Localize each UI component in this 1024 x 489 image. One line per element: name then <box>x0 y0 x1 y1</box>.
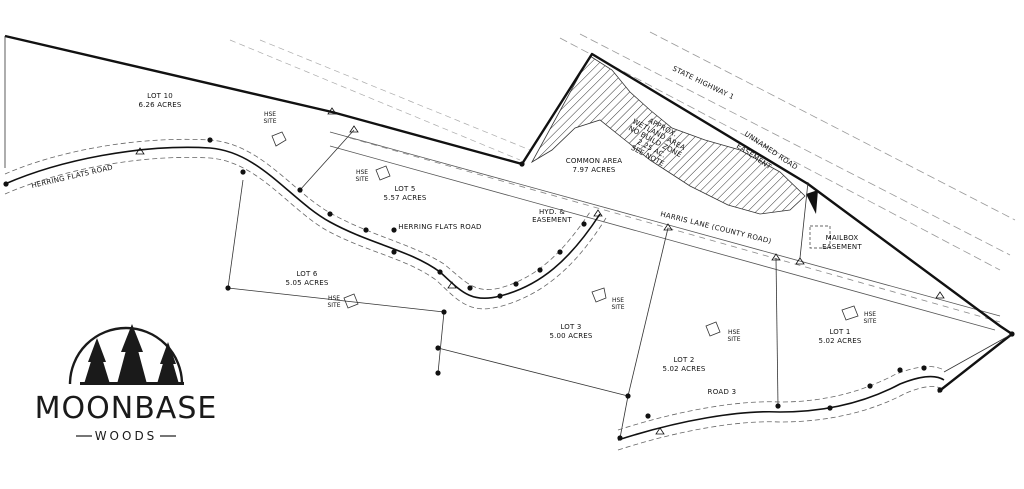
herring-flats-road-label: HERRING FLATS ROAD <box>398 223 481 231</box>
upper-easement-lines <box>229 39 531 161</box>
hyd-easement-label: EASEMENT <box>532 216 572 224</box>
lot-5-acres: 5.57 ACRES <box>383 194 426 202</box>
house-sites <box>271 131 859 337</box>
hse-site-lot6-a: HSE <box>328 295 340 302</box>
common-area-name: COMMON AREA <box>566 157 623 165</box>
north-arrow-icon <box>806 190 818 214</box>
herring-flats-road-west-label: HERRING FLATS ROAD <box>31 163 114 190</box>
lot-6-name: LOT 6 <box>296 270 317 278</box>
logo-pine-trees-icon <box>80 324 184 385</box>
lot-1-name: LOT 1 <box>829 328 850 336</box>
road-3 <box>617 366 945 451</box>
harris-lane-lines <box>329 131 1001 331</box>
hse-site-lot3-b: SITE <box>611 304 624 311</box>
road-3-label: ROAD 3 <box>708 388 737 396</box>
mailbox-easement-box <box>809 225 831 249</box>
survey-markers <box>135 107 945 435</box>
lot-6-acres: 5.05 ACRES <box>285 279 328 287</box>
herring-flats-road <box>4 138 607 310</box>
hse-site-lot3-a: HSE <box>612 297 624 304</box>
lot-3-name: LOT 3 <box>560 323 581 331</box>
hse-site-lot10-b: SITE <box>263 118 276 125</box>
lot-1-acres: 5.02 ACRES <box>818 337 861 345</box>
logo-arc-icon <box>68 326 184 385</box>
wetland-area <box>530 55 806 215</box>
hse-site-lot2-b: SITE <box>727 336 740 343</box>
hse-site-lot1-b: SITE <box>863 318 876 325</box>
hse-site-lot2-a: HSE <box>728 329 740 336</box>
lot-10-name: LOT 10 <box>147 92 173 100</box>
mailbox-label: MAILBOX <box>826 234 859 242</box>
state-highway-label: STATE HIGHWAY 1 <box>671 65 735 102</box>
hse-site-lot1-a: HSE <box>864 311 876 318</box>
mailbox-easement-label: EASEMENT <box>822 243 862 251</box>
hse-site-lot6-b: SITE <box>327 302 340 309</box>
lot-5-name: LOT 5 <box>394 185 415 193</box>
hyd-label: HYD. & <box>539 208 565 216</box>
lot-2-acres: 5.02 ACRES <box>662 365 705 373</box>
hse-site-lot5-b: SITE <box>355 176 368 183</box>
lot-2-name: LOT 2 <box>673 356 694 364</box>
moonbase-woods-logo: MOONBASE WOODS <box>35 324 218 443</box>
hse-site-lot10-a: HSE <box>264 111 276 118</box>
hse-site-lot5-a: HSE <box>356 169 368 176</box>
lot-3-acres: 5.00 ACRES <box>549 332 592 340</box>
survey-points <box>3 137 1015 441</box>
logo-title: MOONBASE <box>35 391 218 426</box>
common-area-acres: 7.97 ACRES <box>572 166 615 174</box>
harris-lane-label: HARRIS LANE (COUNTY ROAD) <box>660 210 773 245</box>
lot-10-acres: 6.26 ACRES <box>138 101 181 109</box>
highway-right-of-way <box>559 31 1016 271</box>
logo-subtitle: WOODS <box>95 429 158 443</box>
lot-lines <box>4 36 1013 439</box>
